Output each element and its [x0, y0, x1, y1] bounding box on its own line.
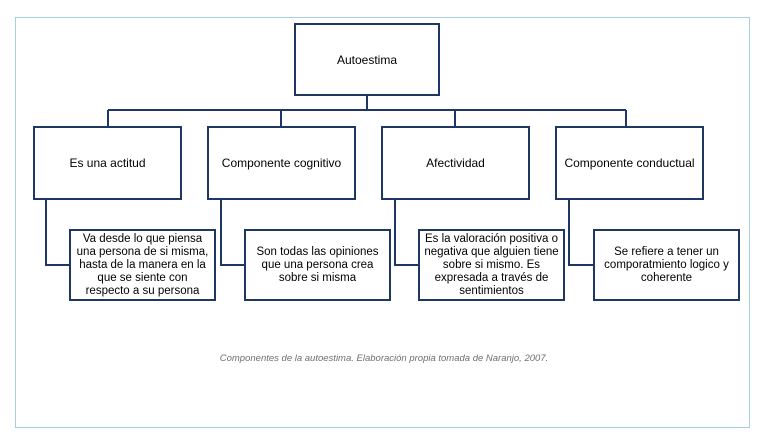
- node-componente-conductual: Componente conductual: [555, 126, 704, 200]
- node-autoestima: Autoestima: [294, 23, 440, 96]
- connector-detail-4: [568, 200, 593, 266]
- figure-caption: Componentes de la autoestima. Elaboració…: [219, 353, 549, 364]
- connector-detail-3: [394, 200, 418, 266]
- detail-afectividad: Es la valoración positiva o negativa que…: [418, 229, 565, 301]
- detail-es-una-actitud: Va desde lo que piensa una persona de si…: [69, 229, 216, 301]
- node-afectividad: Afectividad: [381, 126, 530, 200]
- connector-detail-2: [220, 200, 244, 266]
- node-es-una-actitud: Es una actitud: [33, 126, 182, 200]
- figure-frame: [15, 17, 750, 428]
- node-componente-cognitivo: Componente cognitivo: [207, 126, 356, 200]
- detail-componente-cognitivo: Son todas las opiniones que una persona …: [244, 229, 391, 301]
- detail-componente-conductual: Se refiere a tener un comporatmiento log…: [593, 229, 740, 301]
- connector-detail-1: [45, 200, 69, 266]
